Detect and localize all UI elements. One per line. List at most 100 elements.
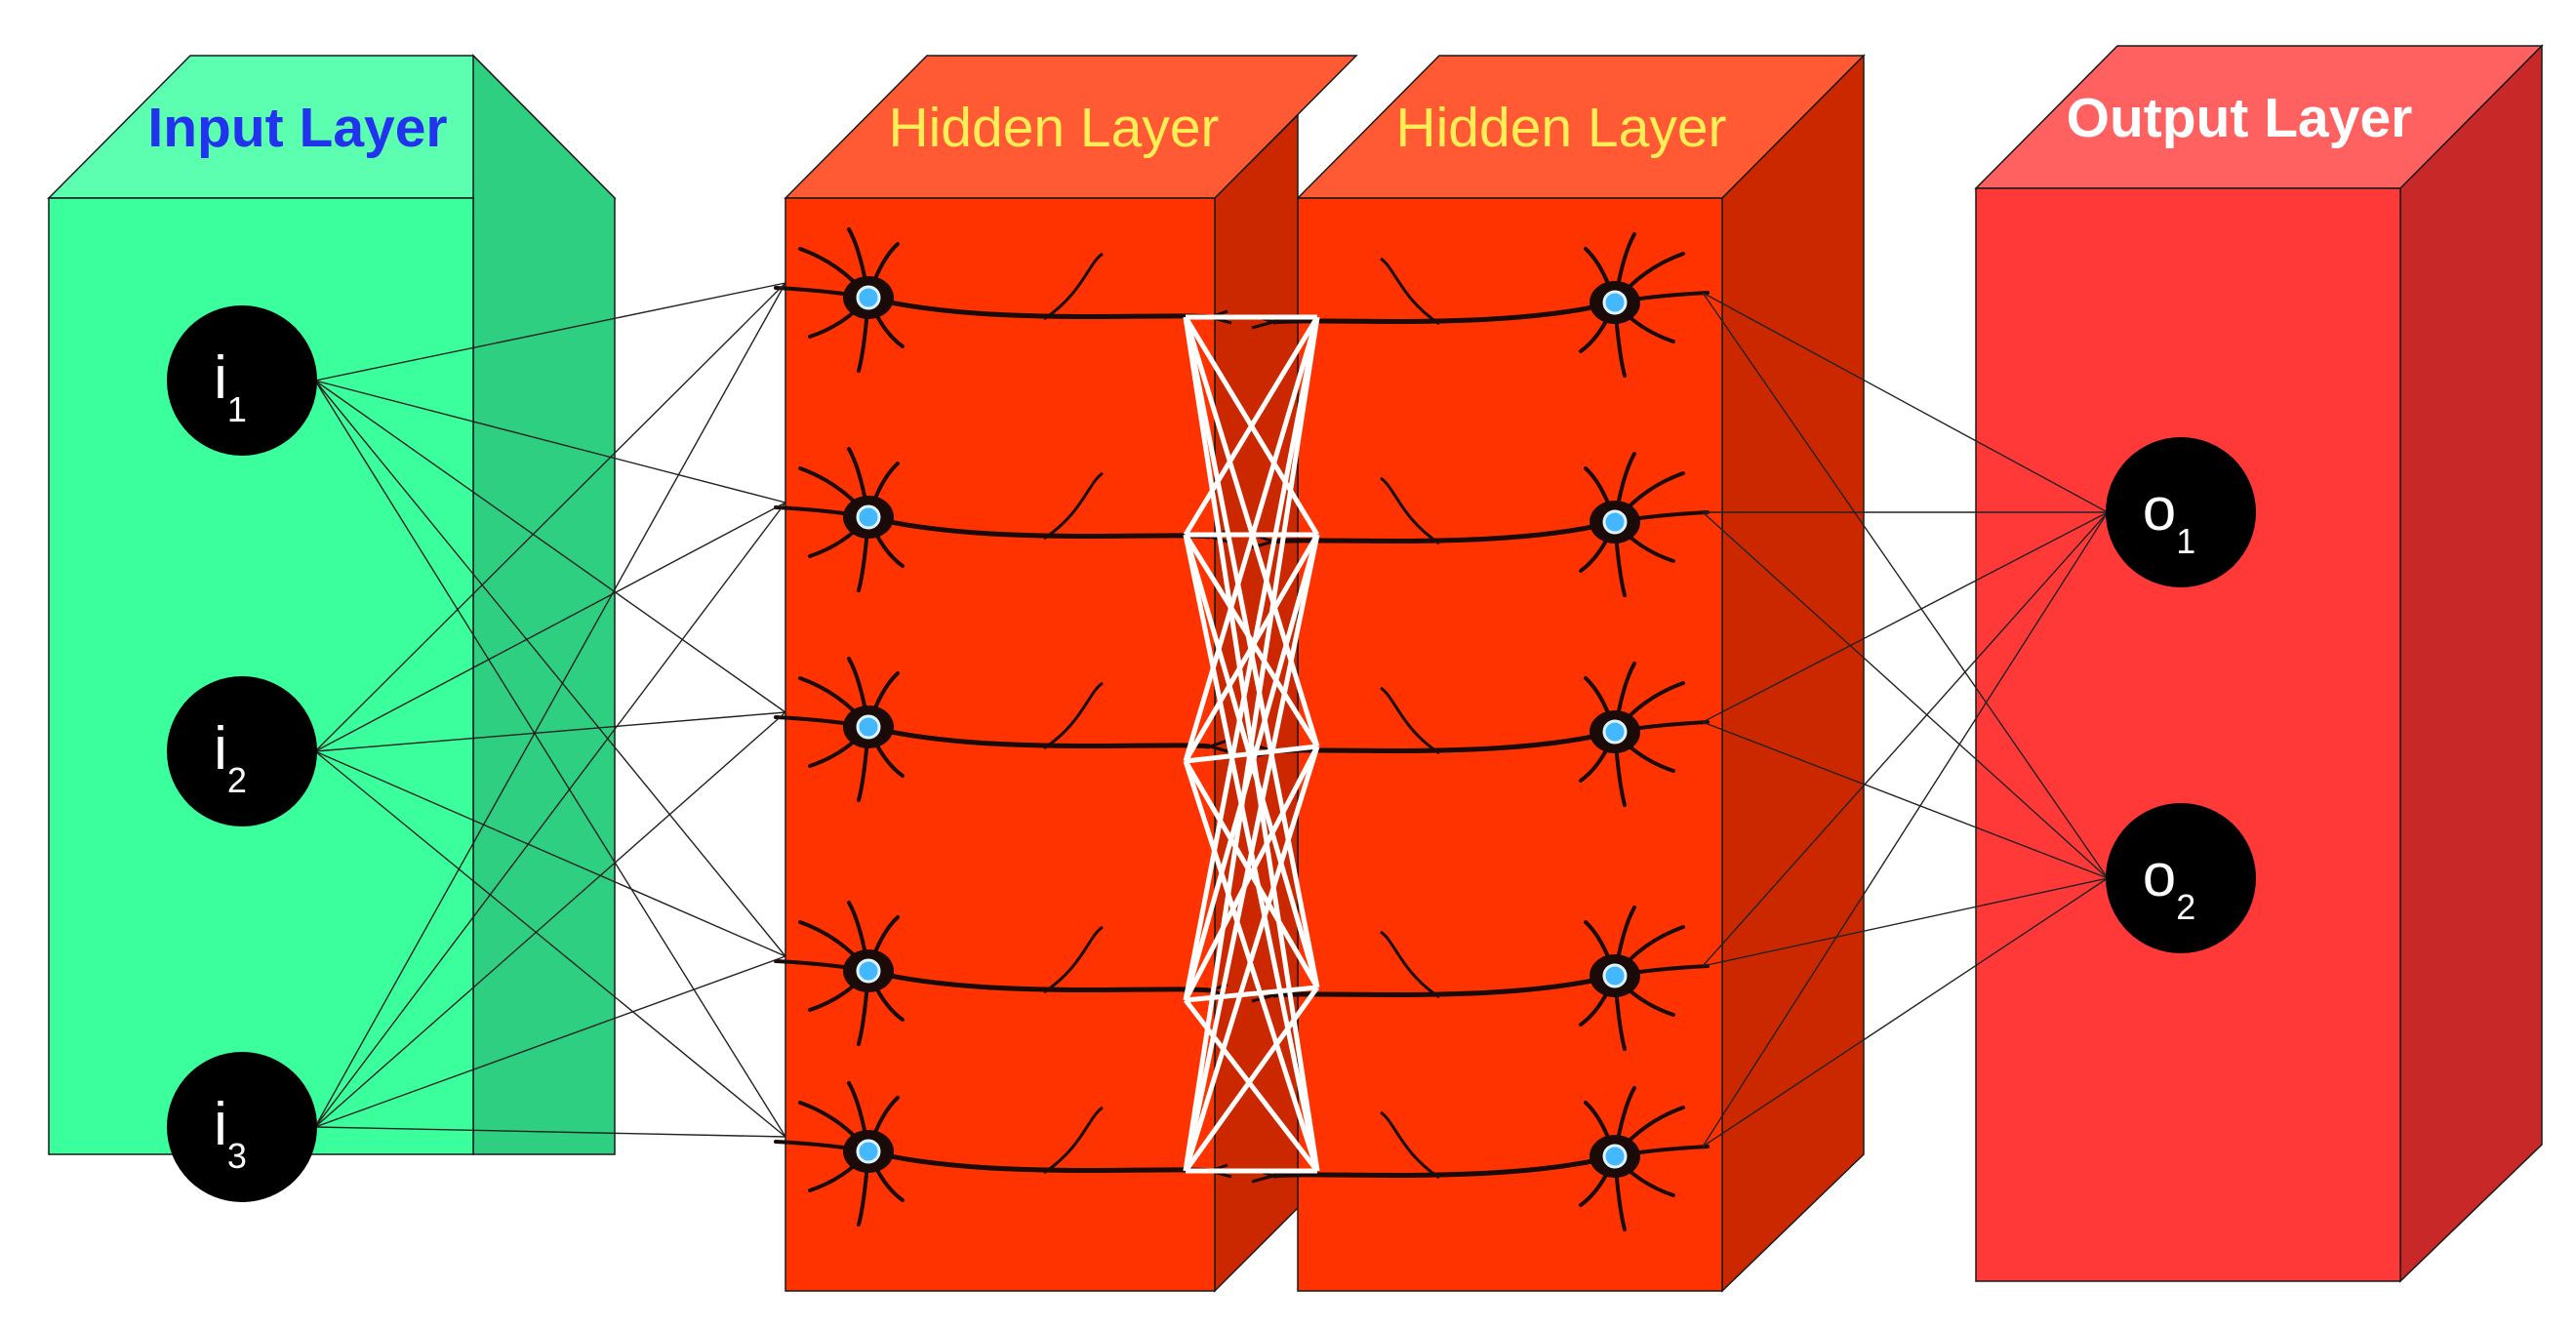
input-node-2: i2 (167, 676, 317, 826)
node-label: i3 (214, 1091, 247, 1176)
neuron (774, 227, 1232, 373)
output-layer-box: Output Layer (1974, 44, 2544, 1283)
hidden-connection (1183, 315, 1320, 537)
neuron (774, 657, 1232, 802)
output-connection (1702, 511, 2109, 879)
node-label: i2 (214, 715, 247, 800)
hidden-connection (1183, 316, 1320, 1001)
neuron-axon (867, 295, 1211, 320)
node-circle (167, 676, 317, 826)
output-connection (1702, 511, 2109, 1148)
input-connection (314, 282, 786, 752)
neuron-branch (1043, 252, 1104, 321)
neuron-nucleus (856, 958, 881, 984)
input-connection (314, 955, 786, 1128)
node-circle (167, 1052, 317, 1202)
neuron-axon (1272, 519, 1616, 544)
output-connection (1702, 877, 2109, 1148)
neuron-nucleus (1602, 509, 1628, 535)
hidden-layer-2-neurons (1251, 232, 1710, 1231)
neuron (1251, 1086, 1710, 1231)
input-layer-box: Input Layer (47, 54, 617, 1155)
input-output-connections (314, 282, 2109, 1148)
input-connection (314, 1126, 786, 1138)
hidden-layer-2-side (1721, 54, 1865, 1293)
node-subscript: 1 (2176, 521, 2195, 561)
neuron-branch (1380, 930, 1440, 999)
output-node-2: o2 (2106, 803, 2256, 953)
node-subscript: 3 (227, 1136, 247, 1176)
output-connection (1702, 877, 2109, 967)
neuron-branch (1043, 1106, 1104, 1175)
hidden-connection (1183, 316, 1320, 1172)
input-connection (314, 502, 786, 752)
hidden-connection (1183, 745, 1320, 1002)
neuron (1251, 232, 1710, 378)
hidden-connection (1183, 533, 1320, 748)
neuron-axon (1272, 1153, 1616, 1179)
neuron-nucleus (856, 285, 881, 310)
neuron (774, 1081, 1232, 1227)
neuron-axon (867, 968, 1211, 993)
node-circle (2106, 803, 2256, 953)
node-base: o (2143, 476, 2176, 544)
node-label: o2 (2143, 842, 2196, 927)
input-node-1: i1 (167, 305, 317, 456)
neuron (1251, 662, 1710, 807)
node-subscript: 1 (227, 389, 247, 429)
neuron (774, 447, 1232, 592)
input-connection (314, 750, 786, 1138)
output-layer-label: Output Layer (2067, 87, 2413, 149)
input-connection (314, 711, 786, 1128)
input-connection (314, 502, 786, 1128)
input-node-3: i3 (167, 1052, 317, 1202)
output-connection (1702, 721, 2109, 879)
hidden-connection (1183, 534, 1320, 1001)
hidden-to-hidden-connections (1183, 314, 1320, 1174)
output-layer-side (2399, 44, 2543, 1283)
input-layer-side (472, 54, 616, 1155)
hidden-layer-2-box: Hidden Layer (1296, 54, 1866, 1293)
neuron-nucleus (1602, 290, 1628, 315)
node-subscript: 2 (227, 760, 247, 800)
hidden-layer-1-neurons (774, 227, 1232, 1227)
output-node-1: o1 (2106, 437, 2256, 587)
node-label: i1 (214, 344, 247, 429)
neuron-branch (1043, 681, 1104, 750)
output-connection (1702, 292, 2109, 513)
hidden-layer-2-label: Hidden Layer (1395, 97, 1726, 159)
output-connection (1702, 511, 2109, 967)
neuron (1251, 452, 1710, 597)
output-connection (1702, 292, 2109, 879)
input-connection (314, 380, 786, 713)
neuron-branch (1380, 1110, 1440, 1180)
neuron-nucleus (856, 504, 881, 530)
node-base: i (214, 344, 227, 412)
neuron-axon (867, 724, 1211, 749)
node-base: i (214, 1091, 227, 1158)
neuron-nucleus (856, 1139, 881, 1164)
neuron-branch (1380, 476, 1440, 545)
neuron-nucleus (1602, 963, 1628, 988)
hidden-connection (1185, 985, 1318, 1003)
node-label: o1 (2143, 476, 2196, 561)
input-connection (314, 750, 786, 957)
hidden-connection (1183, 316, 1320, 762)
input-connection (314, 282, 786, 1128)
axon-terminal (1209, 739, 1232, 754)
hidden-connection (1183, 986, 1320, 1173)
neuron (1251, 906, 1710, 1051)
node-circle (2106, 437, 2256, 587)
neuron-nucleus (1602, 719, 1628, 745)
input-connection (314, 711, 786, 752)
node-base: o (2143, 842, 2176, 909)
neuron-axon (1272, 300, 1616, 325)
neuron-axon (1272, 973, 1616, 998)
input-connection (314, 282, 786, 382)
input-connection (314, 380, 786, 503)
node-circle (167, 305, 317, 456)
input-connection (314, 380, 786, 1138)
